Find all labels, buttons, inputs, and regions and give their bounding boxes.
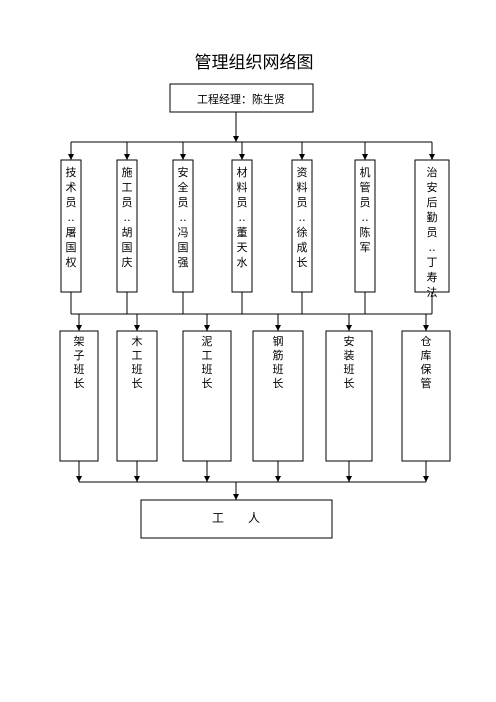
team-arrow-0	[76, 325, 82, 331]
staff-arrow-3	[239, 154, 245, 160]
staff-label-0: 技术员‥屠国权	[66, 166, 77, 269]
staff-arrow-6	[429, 154, 435, 160]
staff-box-5	[354, 159, 376, 293]
staff-row: 技术员‥屠国权 施工员‥胡国庆 安全员‥冯国强 材料员‥董天水 资料员‥徐成长 机管员‥陈…	[60, 159, 450, 299]
staff-arrow-5	[362, 154, 368, 160]
staff-box-6	[414, 159, 450, 293]
staff-label-6: 治安后勤员‥丁寿法	[427, 165, 438, 299]
team-arrow-5	[423, 325, 429, 331]
team-arrow-2	[204, 325, 210, 331]
team-box-5	[401, 330, 451, 462]
manager-label: 工程经理：陈生贤	[197, 92, 285, 106]
team-bottom-arrow-5	[423, 476, 429, 482]
staff-label-4: 资料员‥徐成长	[297, 166, 308, 269]
team-bottom-arrow-0	[76, 476, 82, 482]
team-label-1: 木工班长	[132, 335, 143, 390]
staff-arrow-1	[124, 154, 130, 160]
team-bottom-arrow-1	[134, 476, 140, 482]
team-box-4	[325, 330, 373, 462]
staff-box-4	[291, 159, 313, 293]
staff-label-5: 机管员‥陈军	[360, 165, 371, 254]
team-box-1	[116, 330, 158, 462]
team-label-4: 安装班长	[344, 334, 355, 390]
staff-arrow-4	[299, 154, 305, 160]
staff-label-3: 材料员‥董天水	[237, 165, 248, 269]
team-arrow-1	[134, 325, 140, 331]
page-title: 管理组织网络图	[195, 53, 314, 73]
team-row: 架子班长 木工班长 泥工班长 钢筋班长 安装班长 仓库保管	[59, 330, 451, 462]
team-box-3	[252, 330, 304, 462]
staff-box-0	[60, 159, 82, 293]
staff-label-1: 施工员‥胡国庆	[122, 166, 133, 269]
team-arrow-3	[275, 325, 281, 331]
manager-box	[169, 83, 314, 113]
staff-arrow-2	[180, 154, 186, 160]
team-label-3: 钢筋班长	[273, 335, 284, 390]
workers-arrow	[233, 494, 239, 500]
team-bottom-arrow-4	[346, 476, 352, 482]
team-bottom-arrow-2	[204, 476, 210, 482]
staff-label-2: 安全员‥冯国强	[178, 165, 189, 269]
staff-arrow-0	[68, 154, 74, 160]
team-bottom-arrow-3	[275, 476, 281, 482]
team-arrow-4	[346, 325, 352, 331]
team-label-2: 泥工班长	[202, 335, 213, 390]
team-label-0: 架子班长	[74, 335, 85, 390]
team-label-5: 仓库保管	[421, 334, 432, 390]
team-box-2	[182, 330, 232, 462]
staff-box-1	[116, 159, 138, 293]
workers-box	[140, 499, 333, 539]
staff-box-3	[231, 159, 253, 293]
team-box-0	[59, 330, 99, 462]
staff-box-2	[172, 159, 194, 293]
workers-label: 工 人	[212, 511, 260, 525]
connector-lines	[68, 112, 435, 500]
